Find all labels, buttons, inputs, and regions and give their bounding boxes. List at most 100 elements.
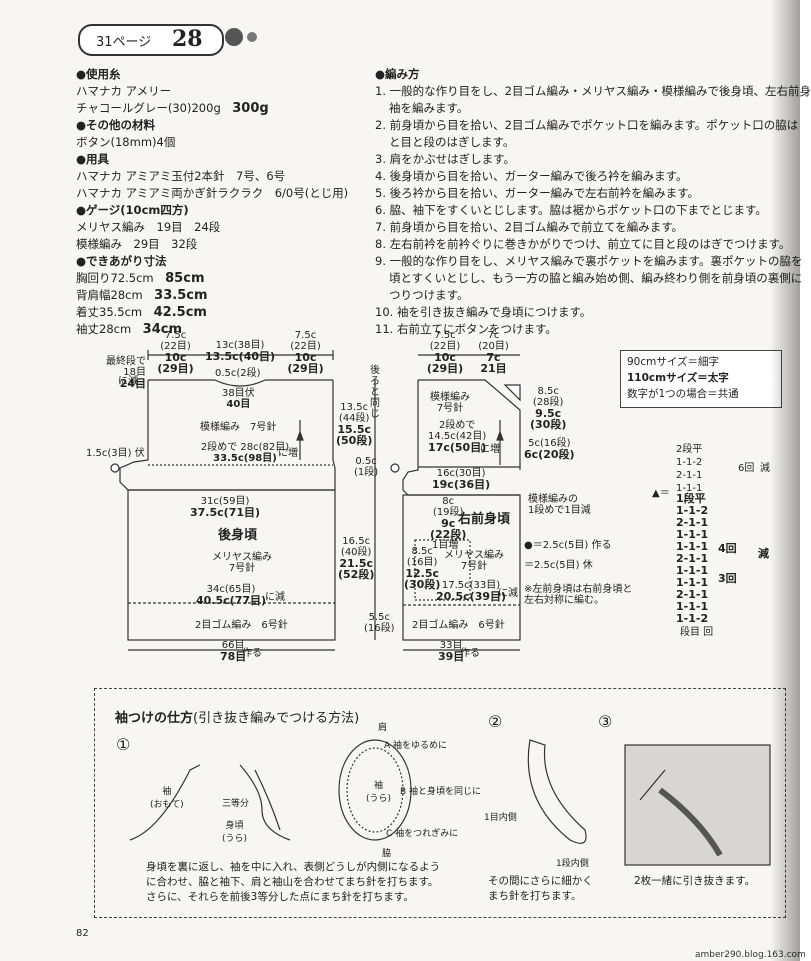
st: メリヤス編み	[444, 550, 504, 561]
step2-caption: その間にさらに細かく まち針を打ちます。	[488, 874, 593, 904]
s: 1-1-1	[676, 564, 709, 577]
st: 7号針	[460, 561, 488, 572]
size-line-3: 着丈35.5cm 42.5cm	[76, 304, 366, 321]
legend-large: 110cmサイズ＝太字	[627, 372, 729, 384]
pocket-dims: 8.5c(16目) 12.5c(30段)	[404, 546, 440, 590]
dim: 7.5c	[164, 330, 187, 341]
p: 12.5c	[405, 567, 440, 580]
bo: 40目	[226, 399, 251, 410]
other-heading: ●その他の材料	[76, 118, 156, 132]
dim: 10c	[294, 351, 317, 364]
step-number-2: ②	[488, 712, 503, 731]
p: 8c	[442, 496, 455, 507]
w: 7c	[487, 330, 500, 341]
h: (44段)	[338, 413, 370, 424]
d: 17c(50目)	[428, 441, 487, 454]
p: 9c	[441, 517, 456, 530]
step-number-1: ①	[116, 735, 131, 754]
front-width: 16c(30目)19c(36目)	[432, 468, 490, 490]
inc: 28c(82目)	[240, 442, 290, 453]
cast: 39目	[438, 650, 465, 663]
badge-dot-small	[247, 32, 257, 42]
h: (52段)	[338, 568, 375, 581]
size-line-4: 袖丈28cm 34cm	[76, 321, 366, 338]
r: 5c(16段)	[528, 438, 571, 449]
step1-caption: 身頃を裏に返し、袖を中に入れ、表側どうしが内側になるよう に合わせ、脇と袖下、肩…	[146, 860, 440, 905]
shaping-triangle: ▲＝	[652, 488, 670, 499]
shaping-top: 2段平 1-1-2 2-1-1 1-1-1	[676, 443, 702, 495]
shoulder-label: 肩	[378, 723, 388, 733]
step-1-cont: 袖を編みます。	[389, 101, 469, 115]
cast: 66目	[221, 640, 245, 651]
s: 2-1-1	[676, 588, 709, 601]
dim: (22目)	[160, 341, 191, 352]
r: 8.5c	[537, 386, 559, 397]
watermark-url: amber290.blog.163.com	[695, 950, 806, 960]
back-shoulder-left: 7.5c(22目) 10c(29目)	[148, 330, 203, 374]
step-7: 7. 前身頃から目を拾い、2目ゴム編みで前立てを編みます。	[375, 220, 684, 234]
h: (40段)	[340, 547, 372, 558]
front-decrease: 17.5c(33目)20.5c(39目)	[436, 580, 506, 602]
s: 1-1-1	[676, 528, 709, 541]
front-neck-depth: 8.5c(28段) 9.5c(30段)	[530, 386, 566, 430]
materials-section: ●使用糸 ハマナカ アメリー チャコールグレー(30)200g 300g ●その…	[76, 66, 366, 338]
step-6: 6. 脇、袖下をすくいとじします。脇は裾からポケット口の下までとじます。	[375, 203, 767, 217]
r: 6c(20段)	[524, 448, 575, 461]
s: 1-1-2	[676, 612, 709, 625]
dec: 40.5c(77目)	[196, 594, 267, 607]
size-shoulder-large: 33.5cm	[154, 288, 208, 303]
step-10: 10. 袖を引き抜き編みで身頃につけます。	[375, 305, 592, 319]
shaping-legend: 段目 回	[680, 627, 714, 638]
front-placket: 8c(19段) 9c(22段)	[430, 496, 466, 540]
h: 15.5c	[337, 423, 372, 436]
step-2-cont: と目と段のはぎします。	[389, 135, 515, 149]
s: 2段平	[676, 444, 703, 455]
front-increase-one: 1目増	[432, 540, 459, 551]
p: 20.5c(39目)	[436, 590, 507, 603]
gauge-line-2: 模様編み 29目 32段	[76, 237, 198, 251]
shaping-3-times: 3回	[718, 572, 737, 585]
h: 16.5c	[342, 536, 371, 547]
yarn-color: チャコールグレー(30)200g	[76, 101, 221, 115]
w: 19c(36目)	[432, 478, 491, 491]
r: 9.5c	[535, 407, 562, 420]
size-line-2: 背肩幅28cm 33.5cm	[76, 287, 366, 304]
dec: 34c(65目)	[206, 584, 256, 595]
step-2: 2. 前身頃から目を拾い、2目ゴム編みでポケット口を編みます。ポケット口の脇は	[375, 118, 799, 132]
back-increase: 2段めで 28c(82目)33.5c(98目)	[180, 442, 310, 464]
cast: 33目	[439, 640, 463, 651]
p: 模様編み	[430, 392, 470, 403]
back-cast-on-note: 作る	[242, 648, 262, 659]
w: 7.5c	[434, 330, 456, 341]
s: 2-1-1	[676, 516, 709, 529]
front-decrease-note: に減	[498, 588, 518, 599]
note: 18目	[123, 367, 146, 378]
step-8: 8. 左右前衿を前衿ぐりに巻きかがりでつけ、前立てに目と段のはぎでつけます。	[375, 237, 791, 251]
yarn-color-large: 300g	[232, 101, 269, 116]
s: 1-1-2	[676, 504, 709, 517]
step3-caption: 2枚一緒に引き抜きます。	[634, 875, 756, 887]
front-increase-note: に増	[480, 444, 500, 455]
front-mid-height: 16.5c(40段) 21.5c(52段)	[338, 536, 374, 580]
back-rib: 2目ゴム編み 6号針	[195, 620, 288, 631]
step-5: 5. 後ろ衿から目を拾い、ガーター編みで左右前衿を編みます。	[375, 186, 699, 200]
w: (20目)	[478, 341, 509, 352]
key-cast: ●＝2.5c(5目) 作る	[524, 540, 612, 551]
label-a: A 袖をゆるめに	[384, 741, 448, 751]
front-cast-on-note: 作る	[460, 648, 480, 659]
steps-section: ●編み方 1. 一般的な作り目をし、2目ゴム編み・メリヤス編み・模様編みで後身頃…	[375, 66, 811, 338]
inner-row-label: 1段内側	[556, 859, 589, 869]
l: 袖	[374, 781, 384, 791]
front-rib-height: 5.5c(16段)	[364, 612, 395, 634]
r: (28段)	[532, 397, 564, 408]
size-heading: ●できあがり寸法	[76, 254, 167, 268]
n: 左右対称に編む。	[524, 595, 604, 606]
h: (50段)	[336, 434, 373, 447]
dim: (29目)	[157, 362, 194, 375]
h: 21.5c	[339, 557, 374, 570]
tools-heading: ●用具	[76, 152, 110, 166]
s: 1-1-1	[676, 483, 703, 494]
front-upper-height: 13.5c(44段) 15.5c(50段)	[336, 402, 372, 446]
h: 0.5c	[355, 456, 377, 467]
